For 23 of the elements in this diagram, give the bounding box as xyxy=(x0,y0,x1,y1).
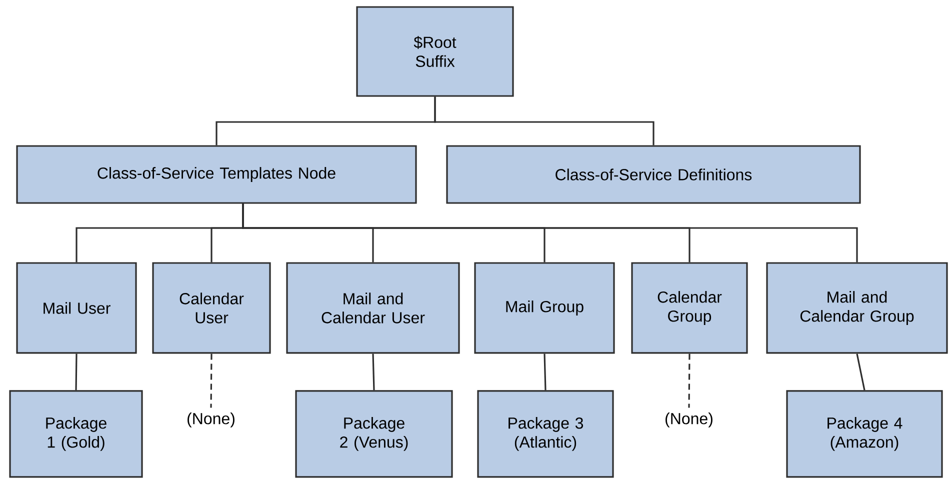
connector-line xyxy=(856,354,866,390)
none-label: (None) xyxy=(666,412,712,428)
package-box: Package 2 (Venus) xyxy=(295,390,453,478)
package-box: Package 3 (Atlantic) xyxy=(477,390,614,478)
connector-line xyxy=(688,354,690,408)
category-box: $Root Suffix xyxy=(356,6,514,97)
category-box: Mail and Calendar User xyxy=(286,262,460,354)
category-box: Mail User xyxy=(16,262,137,354)
category-box: Calendar User xyxy=(152,262,271,354)
connector-line xyxy=(372,354,375,390)
connector-line xyxy=(544,354,546,390)
category-box: Class-of-Service Definitions xyxy=(446,145,861,204)
none-label: (None) xyxy=(188,412,234,428)
category-box: Mail and Calendar Group xyxy=(766,262,948,354)
connector-line xyxy=(242,204,858,262)
package-box: Package 4 (Amazon) xyxy=(786,390,943,478)
category-box: Calendar Group xyxy=(631,262,748,354)
category-box: Mail Group xyxy=(474,262,615,354)
package-box: Package 1 (Gold) xyxy=(9,390,143,478)
connector-line xyxy=(210,354,212,408)
connector-line xyxy=(434,96,654,146)
category-box: Class-of-Service Templates Node xyxy=(16,145,417,204)
connector-line xyxy=(75,354,78,390)
